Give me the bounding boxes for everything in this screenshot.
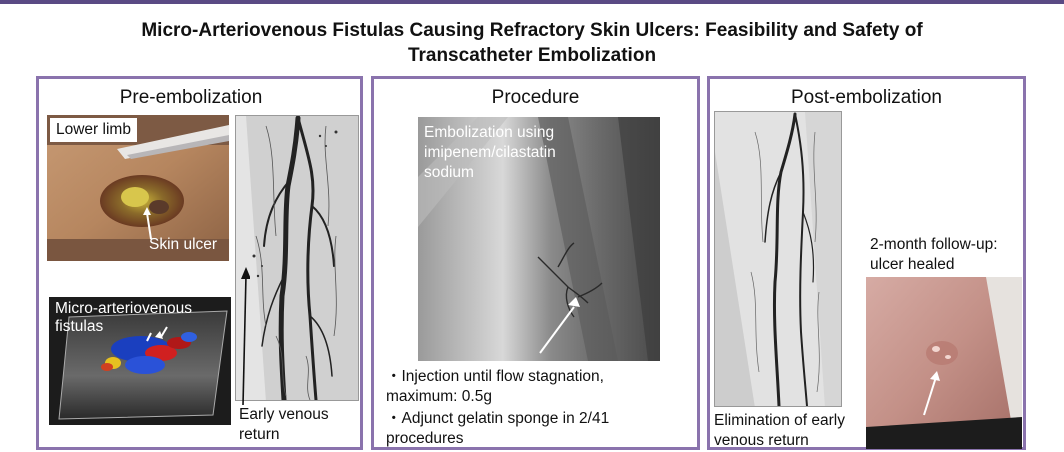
lower-limb-label: Lower limb [50, 118, 137, 142]
micro-av-fistulas-label-2: fistulas [55, 318, 104, 335]
procedure-fluoroscopy-graphic [418, 117, 660, 361]
elimination-label-2: venous return [714, 432, 809, 449]
post-angiogram-image [714, 111, 842, 407]
skin-ulcer-label: Skin ulcer [149, 236, 218, 253]
healed-ulcer-graphic [866, 277, 1022, 449]
figure-title: Micro-Arteriovenous Fistulas Causing Ref… [60, 18, 1004, 68]
lower-limb-photo-image [47, 115, 229, 261]
pre-embolization-title: Pre-embolization [119, 87, 263, 108]
healed-ulcer-photo [866, 277, 1022, 449]
early-venous-return-label-1: Early venous [239, 406, 329, 423]
micro-av-fistulas-label-1: Micro-arteriovenous [55, 300, 192, 317]
doppler-ultrasound-image: Micro-arteriovenous fistulas [49, 297, 231, 425]
figure-title-line-2: Transcatheter Embolization [407, 45, 657, 66]
elimination-label-1: Elimination of early [714, 412, 845, 429]
post-embolization-panel: Post-embolization Elimination of early v… [707, 76, 1026, 450]
embolization-agent-label-2: imipenem/cilastatin [424, 144, 556, 161]
post-embolization-title: Post-embolization [790, 87, 943, 108]
procedure-bullet-2-line-1: ・Adjunct gelatin sponge in 2/41 [386, 410, 610, 427]
pre-embolization-panel: Pre-embolization [36, 76, 363, 450]
followup-label-2: ulcer healed [870, 256, 955, 273]
early-venous-return-arrow [241, 267, 250, 405]
figure-title-line-1: Micro-Arteriovenous Fistulas Causing Ref… [141, 20, 923, 41]
procedure-bullet-1-line-1: ・Injection until flow stagnation, [386, 368, 604, 385]
doppler-ultrasound-graphic [58, 310, 228, 420]
early-venous-return-label-2: return [239, 426, 280, 443]
pre-angiogram-image [235, 115, 359, 401]
lower-limb-photo: Lower limb Skin ulcer [47, 115, 229, 261]
embolization-agent-label-1: Embolization using [424, 124, 555, 141]
procedure-panel: Procedure [371, 76, 700, 450]
followup-label-1: 2-month follow-up: [870, 236, 998, 253]
embolization-agent-label-3: sodium [424, 164, 474, 181]
procedure-bullet-1-line-2: maximum: 0.5g [386, 388, 492, 405]
procedure-bullet-2-line-2: procedures [386, 430, 464, 447]
procedure-title: Procedure [491, 87, 580, 108]
pre-angiogram-graphic [236, 116, 358, 400]
top-accent-bar [0, 0, 1064, 4]
post-angiogram-graphic [715, 112, 841, 406]
procedure-fluoroscopy-image: Embolization using imipenem/cilastatin s… [418, 117, 660, 361]
